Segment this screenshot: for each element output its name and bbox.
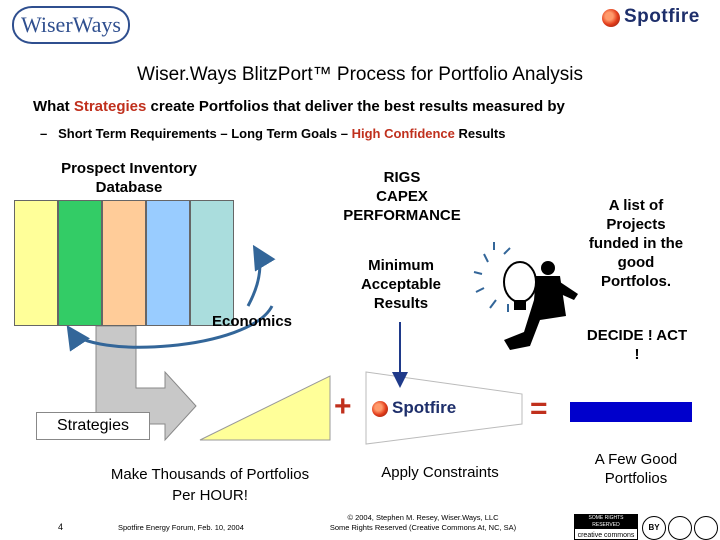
decide-figure-icon xyxy=(474,242,578,350)
make-thousands-label: Make Thousands of Portfolios Per HOUR! xyxy=(70,464,350,506)
database-column xyxy=(190,200,234,326)
make-thousands-line2: Per HOUR! xyxy=(70,485,350,506)
strategies-label: Strategies xyxy=(36,412,150,440)
copyright-line1: © 2004, Stephen M. Resey, Wiser.Ways, LL… xyxy=(318,513,528,523)
cc-nc-icon xyxy=(668,516,692,540)
minimum-line1: Minimum xyxy=(330,256,472,275)
make-thousands-line1: Make Thousands of Portfolios xyxy=(70,464,350,485)
projects-line4: good xyxy=(572,253,700,272)
footer-event: Spotfire Energy Forum, Feb. 10, 2004 xyxy=(118,523,244,532)
cc-badge: SOME RIGHTS RESERVED creative commons xyxy=(574,514,638,540)
decide-line1: DECIDE ! ACT xyxy=(572,326,702,345)
projects-line1: A list of xyxy=(572,196,700,215)
projects-list-label: A list of Projects funded in the good Po… xyxy=(572,196,700,291)
page-number: 4 xyxy=(58,522,63,532)
good-portfolios-bar xyxy=(570,402,692,422)
decide-act-label: DECIDE ! ACT ! xyxy=(572,326,702,364)
equals-sign: = xyxy=(530,392,548,426)
few-good-portfolios-label: A Few Good Portfolios xyxy=(568,450,704,488)
cc-by-text: BY xyxy=(648,523,659,532)
database-column xyxy=(14,200,58,326)
cc-by-icon: BY xyxy=(642,516,666,540)
minimum-line3: Results xyxy=(330,294,472,313)
cc-badge-text: SOME RIGHTS RESERVED xyxy=(575,515,637,529)
portfolio-triangle xyxy=(200,376,330,440)
economics-curve-arrow-up xyxy=(248,250,260,306)
few-good-line2: Portfolios xyxy=(568,469,704,488)
projects-line5: Portfolos. xyxy=(572,272,700,291)
projects-line2: Projects xyxy=(572,215,700,234)
database-column xyxy=(146,200,190,326)
projects-line3: funded in the xyxy=(572,234,700,253)
database-column xyxy=(58,200,102,326)
spotfire-inline-icon xyxy=(372,401,388,417)
cc-sa-icon xyxy=(694,516,718,540)
database-column xyxy=(102,200,146,326)
apply-constraints-label: Apply Constraints xyxy=(360,464,520,481)
economics-label: Economics xyxy=(200,312,304,331)
minimum-results-label: Minimum Acceptable Results xyxy=(330,256,472,313)
rigs-line2: CAPEX xyxy=(320,187,484,206)
rigs-label: RIGS CAPEX PERFORMANCE xyxy=(320,168,484,225)
database-label-line2: Database xyxy=(44,178,214,197)
copyright-line2: Some Rights Reserved (Creative Commons A… xyxy=(318,523,528,533)
database-label-line1: Prospect Inventory xyxy=(44,159,214,178)
plus-sign: + xyxy=(334,390,352,424)
cc-logo-text: creative commons xyxy=(575,532,637,539)
decide-line2: ! xyxy=(572,345,702,364)
database-label: Prospect Inventory Database xyxy=(44,159,214,197)
few-good-line1: A Few Good xyxy=(568,450,704,469)
rigs-line1: RIGS xyxy=(320,168,484,187)
spotfire-inline-text: Spotfire xyxy=(392,398,456,418)
spotfire-inline-logo: Spotfire xyxy=(372,398,492,422)
minimum-line2: Acceptable xyxy=(330,275,472,294)
rigs-line3: PERFORMANCE xyxy=(320,206,484,225)
footer-copyright: © 2004, Stephen M. Resey, Wiser.Ways, LL… xyxy=(318,513,528,533)
